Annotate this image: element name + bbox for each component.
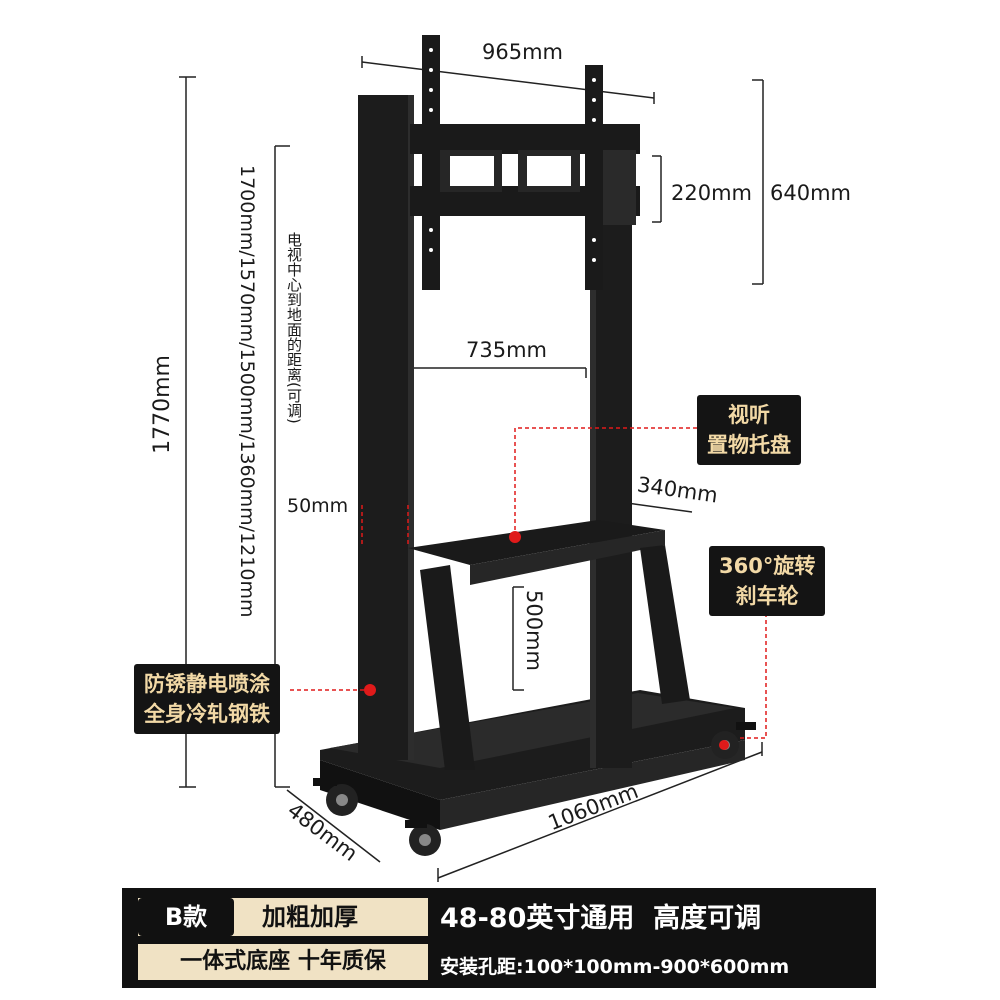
feature1-label: 加粗加厚 xyxy=(262,903,358,931)
post-width-label: 50mm xyxy=(287,495,349,517)
spec-label: 安装孔距:100*100mm-900*600mm xyxy=(440,956,790,978)
arm-holes xyxy=(429,48,596,262)
mount-total-height-label: 640mm xyxy=(770,181,851,205)
tray-height-label: 500mm xyxy=(522,590,546,671)
wheels-callout-line1: 360°旋转 xyxy=(719,554,816,578)
wheels-callout: 360°旋转 刹车轮 xyxy=(709,546,826,616)
marker-lines xyxy=(290,427,767,739)
tray-callout: 视听 置物托盘 xyxy=(697,395,801,465)
top-width-label: 965mm xyxy=(482,40,563,64)
marker-dots xyxy=(364,531,729,750)
vesa-mount xyxy=(410,35,640,290)
material-callout-line1: 防锈静电喷涂 xyxy=(144,672,270,696)
tray-callout-line2: 置物托盘 xyxy=(707,433,791,457)
feature2-label: 一体式底座 十年质保 xyxy=(138,944,428,980)
badge-box: B款 加粗加厚 xyxy=(138,898,428,936)
material-callout-line2: 全身冷轧钢铁 xyxy=(144,702,270,726)
base xyxy=(320,690,745,830)
tray-callout-line1: 视听 xyxy=(728,403,770,427)
material-callout: 防锈静电喷涂 全身冷轧钢铁 xyxy=(134,664,280,734)
center-height-caption: 电视中心到地面的距离(可调) xyxy=(285,232,303,424)
tray xyxy=(408,520,690,770)
mount-height-label: 220mm xyxy=(671,181,752,205)
center-heights-label: 1700mm/1570mm/1500mm/1360mm/1210mm xyxy=(236,165,258,618)
headline-label: 48-80英寸通用 高度可调 xyxy=(440,903,762,934)
total-height-label: 1770mm xyxy=(150,355,175,454)
badge-label: B款 xyxy=(138,898,234,936)
column-gap-label: 735mm xyxy=(466,338,547,362)
wheels-callout-line2: 刹车轮 xyxy=(735,584,799,608)
bottom-info-bar: B款 加粗加厚 一体式底座 十年质保 48-80英寸通用 高度可调 安装孔距:1… xyxy=(122,888,876,988)
